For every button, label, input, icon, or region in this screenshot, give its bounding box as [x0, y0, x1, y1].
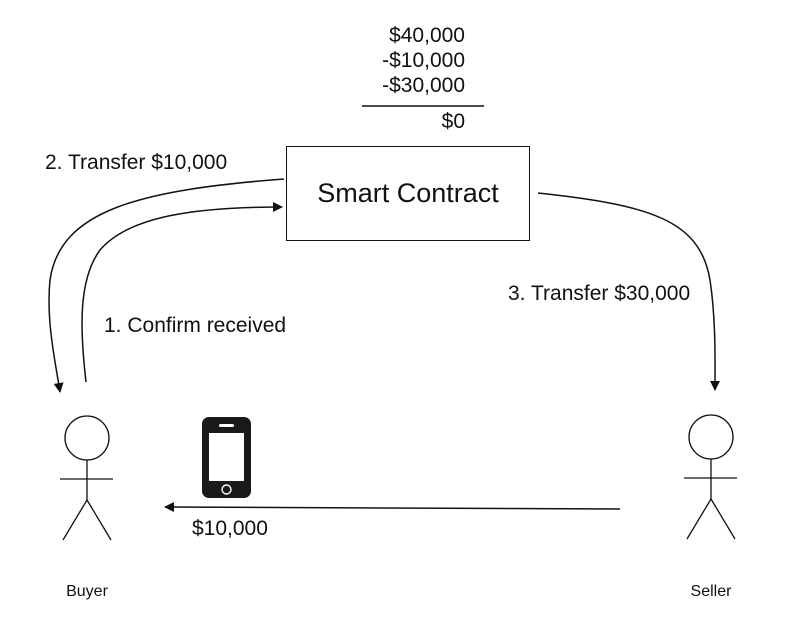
step-transfer-to-seller-label: 3. Transfer $30,000: [508, 282, 691, 305]
arrow-confirm-received: [81, 202, 283, 383]
smartphone-icon: [202, 417, 251, 498]
seller-label: Seller: [690, 583, 732, 600]
arrow-transfer-to-seller: [537, 192, 721, 391]
arrow-payment-to-buyer: [164, 502, 621, 513]
seller-figure-icon: [684, 414, 737, 540]
arrow-transfer-to-buyer: [48, 178, 285, 393]
buyer-label: Buyer: [66, 583, 108, 600]
calculation-line-buyer-deduction: -$10,000: [382, 49, 465, 72]
buyer-figure-icon: [60, 415, 113, 541]
calculation-line-seller-deduction: -$30,000: [382, 74, 465, 97]
calculation-result: $0: [441, 110, 465, 133]
smart-contract-box: Smart Contract: [286, 146, 530, 241]
calculation-line-total: $40,000: [389, 24, 465, 47]
smart-contract-title: Smart Contract: [317, 178, 499, 208]
step-transfer-to-buyer-label: 2. Transfer $10,000: [45, 151, 228, 174]
step-confirm-received-label: 1. Confirm received: [104, 314, 287, 337]
payment-amount-label: $10,000: [192, 517, 268, 540]
